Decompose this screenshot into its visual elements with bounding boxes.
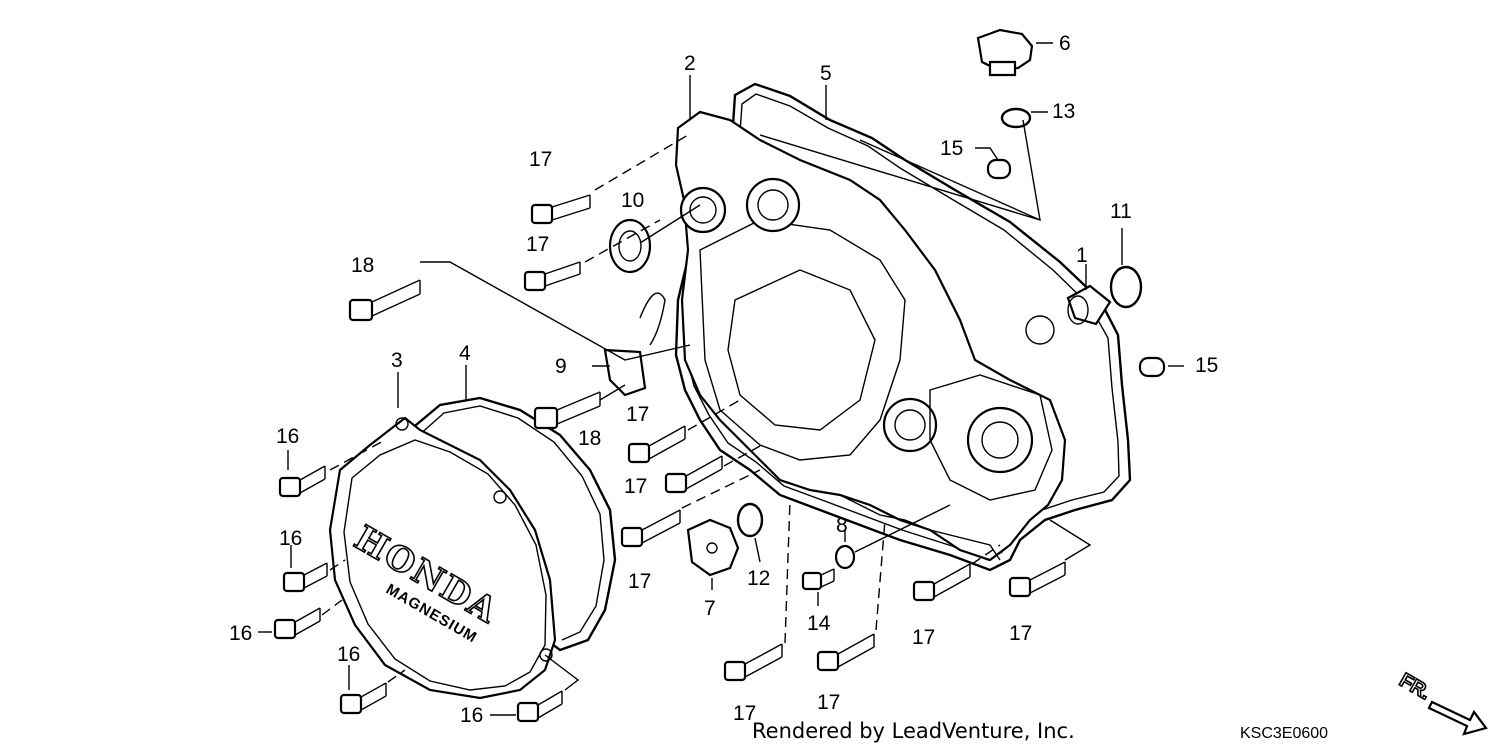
- bolt-17-b: [523, 261, 581, 292]
- front-direction-arrow: FR.: [1395, 668, 1488, 736]
- label-part-2: 2: [684, 52, 696, 75]
- bolt-16-a: [278, 465, 326, 498]
- diagram-code: KSC3E0600: [1240, 725, 1328, 742]
- label-part-17-g: 17: [817, 691, 840, 714]
- bolt-17-i: [1008, 561, 1066, 598]
- label-part-7: 7: [704, 597, 716, 620]
- label-part-4: 4: [459, 342, 471, 365]
- label-part-1: 1: [1076, 244, 1088, 267]
- bolt-17-e: [620, 509, 681, 548]
- label-part-17-i: 17: [1009, 622, 1032, 645]
- leader-lines: [258, 42, 1184, 716]
- label-part-17-c: 17: [626, 403, 649, 426]
- bolt-17-a: [530, 194, 591, 225]
- bolt-17-f: [723, 643, 783, 682]
- o-ring-13: [1000, 107, 1032, 129]
- oil-filler-cap-6: [976, 28, 1034, 77]
- o-ring-11: [1109, 265, 1143, 309]
- bolt-16-c: [273, 607, 321, 640]
- bolt-17-c: [627, 425, 686, 464]
- clutch-cover-3: HONDA MAGNESIUM: [328, 416, 557, 700]
- label-part-5: 5: [820, 62, 832, 85]
- bolt-16-b: [282, 562, 328, 593]
- dowel-pin-15-top: [986, 158, 1012, 180]
- label-part-18-a: 18: [351, 254, 374, 277]
- bolt-14: [801, 568, 835, 591]
- label-part-15-right: 15: [1195, 354, 1218, 377]
- label-part-13: 13: [1052, 100, 1075, 123]
- label-part-8: 8: [836, 514, 848, 537]
- gasket-4: [409, 396, 617, 652]
- label-part-17-e: 17: [628, 570, 651, 593]
- label-part-18-b: 18: [578, 427, 601, 450]
- label-part-11: 11: [1110, 200, 1132, 223]
- label-part-16-a: 16: [276, 425, 299, 448]
- o-ring-12: [736, 502, 764, 538]
- bolt-16-e: [516, 690, 563, 723]
- drain-plug-7: [686, 518, 740, 577]
- label-part-16-d: 16: [337, 643, 360, 666]
- label-part-16-e: 16: [460, 704, 483, 727]
- label-part-17-h: 17: [912, 626, 935, 649]
- label-part-12: 12: [747, 567, 770, 590]
- crankcase-cover-2: [674, 110, 1067, 562]
- label-part-9: 9: [555, 355, 567, 378]
- label-part-17-a: 17: [529, 148, 552, 171]
- label-part-3: 3: [391, 349, 403, 372]
- label-part-14: 14: [807, 612, 831, 635]
- bolt-18-b: [533, 391, 601, 430]
- washer-8: [834, 544, 856, 570]
- label-part-16-b: 16: [279, 527, 302, 550]
- bolt-16-d: [339, 682, 387, 715]
- label-part-17-b: 17: [526, 233, 549, 256]
- label-part-6: 6: [1059, 32, 1071, 55]
- label-part-17-f: 17: [733, 702, 756, 725]
- label-part-10: 10: [621, 189, 644, 212]
- label-part-16-c: 16: [229, 622, 252, 645]
- front-direction-label: FR.: [1396, 669, 1435, 704]
- bolt-17-h: [912, 563, 971, 602]
- label-part-17-d: 17: [624, 475, 647, 498]
- oil-seal-10: [608, 218, 652, 274]
- bolt-18-a: [348, 279, 421, 322]
- render-credit: Rendered by LeadVenture, Inc.: [752, 719, 1075, 743]
- bolt-17-d: [664, 455, 723, 494]
- label-part-15-top: 15: [940, 137, 963, 160]
- dowel-pin-15-right: [1138, 356, 1166, 378]
- bolt-17-g: [816, 633, 875, 672]
- clamp-9: [603, 292, 666, 397]
